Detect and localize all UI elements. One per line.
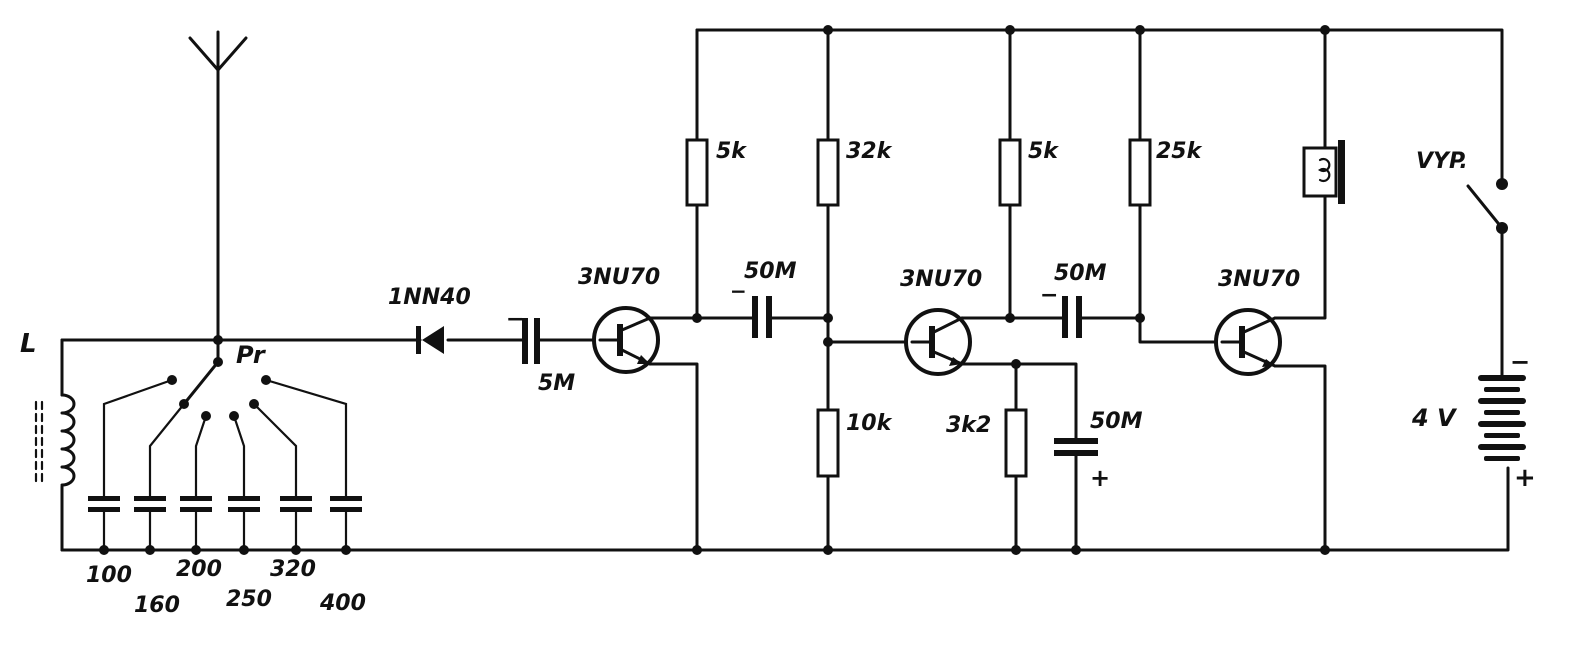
tuning-capacitor (228, 496, 260, 555)
r6-label: 3k2 (946, 413, 991, 438)
capacitor-value-label: 250 (226, 587, 272, 612)
switch-label: Pr (236, 341, 267, 369)
resistor-r3 (998, 138, 1022, 207)
capacitor-value-label: 100 (86, 563, 132, 588)
transistor-3 (1214, 308, 1282, 376)
c-e-label: 50M (1090, 409, 1143, 434)
r4-label: 25k (1156, 139, 1203, 164)
emitter-capacitor (1054, 438, 1098, 456)
band-switch (102, 357, 348, 498)
r5-label: 10k (846, 411, 893, 436)
capacitor-value-label: 160 (134, 593, 180, 618)
battery-icon (1478, 375, 1526, 461)
battery-plus: + (1514, 463, 1536, 493)
coupling-capacitor-2 (1062, 296, 1082, 338)
minus-sign: − (1040, 283, 1058, 308)
transistor-1-label: 3NU70 (578, 265, 660, 290)
tuning-capacitor (330, 496, 362, 555)
r3-label: 5k (1028, 139, 1059, 164)
tuning-capacitors (88, 496, 362, 555)
transistor-1 (592, 306, 660, 374)
transistor-2-label: 3NU70 (900, 267, 982, 292)
c-in-label: 5M (538, 371, 575, 396)
capacitor-value-label: 200 (176, 557, 222, 582)
plus-sign: + (1090, 464, 1110, 492)
c2-label: 50M (1054, 261, 1107, 286)
tuning-capacitor (180, 496, 212, 555)
junctions (213, 25, 1330, 555)
coupling-capacitor-1 (752, 296, 772, 338)
r2-label: 32k (846, 139, 893, 164)
antenna-icon (188, 30, 248, 72)
power-switch-label: VYP. (1416, 149, 1468, 174)
resistor-r1 (685, 138, 709, 207)
minus-sign: − (730, 279, 747, 303)
transistor-3-label: 3NU70 (1218, 267, 1300, 292)
battery-label: 4 V (1411, 404, 1458, 432)
capacitor-value-label: 320 (270, 557, 316, 582)
diode-icon (416, 326, 444, 354)
coil-label: L (20, 329, 37, 359)
resistor-r6 (1004, 408, 1028, 478)
tuning-capacitor (280, 496, 312, 555)
battery-minus: − (1510, 348, 1530, 376)
diode-label: 1NN40 (388, 285, 471, 310)
minus-sign: − (506, 307, 524, 332)
input-capacitor (522, 318, 540, 364)
capacitor-value-label: 400 (319, 591, 366, 616)
resistor-r4 (1128, 138, 1152, 207)
tuning-capacitor (88, 496, 120, 555)
resistor-r2 (816, 138, 840, 207)
transistor-2 (904, 308, 972, 376)
resistor-r5 (816, 408, 840, 478)
r1-label: 5k (716, 139, 747, 164)
earphone-icon (1302, 140, 1345, 204)
c1-label: 50M (744, 259, 797, 284)
power-switch (1466, 178, 1508, 234)
tuning-capacitor (134, 496, 166, 555)
coil-inductor (34, 393, 76, 489)
